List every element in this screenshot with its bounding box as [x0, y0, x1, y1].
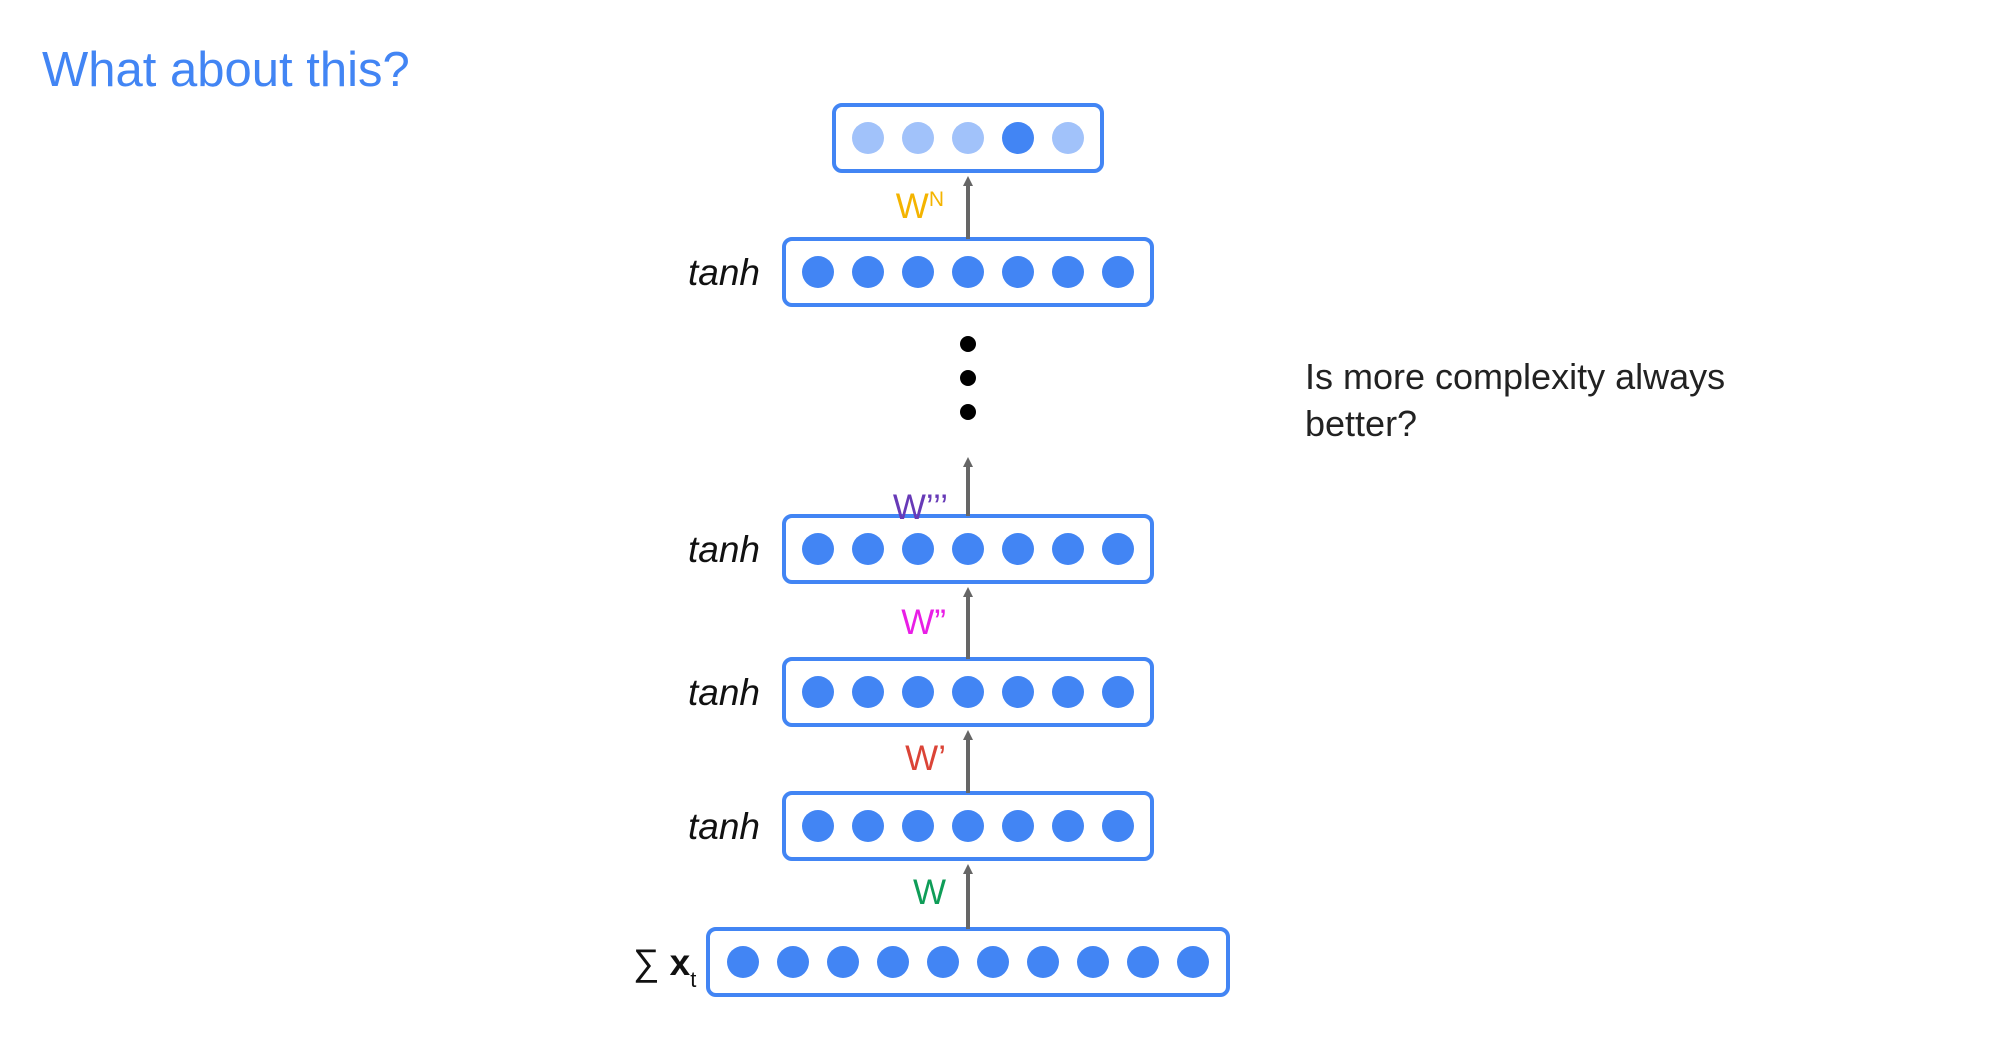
- weight-label: W’: [905, 739, 946, 778]
- weight-label: WN: [896, 187, 944, 226]
- input-layer-node: [877, 946, 909, 978]
- hidden-layer-2-node: [1102, 676, 1134, 708]
- hidden-layer-1-node: [1102, 810, 1134, 842]
- hidden-layer-2-node: [1002, 676, 1034, 708]
- activation-label: tanh: [688, 252, 760, 293]
- input-layer-node: [1127, 946, 1159, 978]
- hidden-layer-3-node: [952, 533, 984, 565]
- input-layer-node: [727, 946, 759, 978]
- activation-label: tanh: [688, 806, 760, 847]
- weight-label: W: [913, 873, 946, 912]
- input-layer-node: [1077, 946, 1109, 978]
- hidden-layer-4-node: [1102, 256, 1134, 288]
- hidden-layer-3-node: [802, 533, 834, 565]
- weight-label: W’’’: [893, 488, 948, 527]
- input-layer-label: ∑ xt: [633, 942, 696, 992]
- ellipsis-dot: [960, 370, 976, 386]
- hidden-layer-2-node: [952, 676, 984, 708]
- hidden-layer-4-node: [952, 256, 984, 288]
- output-layer-node: [1002, 122, 1034, 154]
- hidden-layer-4-node: [852, 256, 884, 288]
- slide-title: What about this?: [42, 43, 410, 97]
- output-layer-node: [1052, 122, 1084, 154]
- hidden-layer-1-node: [1002, 810, 1034, 842]
- weight-label: W”: [901, 603, 946, 642]
- input-layer-node: [1177, 946, 1209, 978]
- input-layer-node: [1027, 946, 1059, 978]
- hidden-layer-4-node: [902, 256, 934, 288]
- output-layer-node: [852, 122, 884, 154]
- hidden-layer-1-node: [802, 810, 834, 842]
- hidden-layer-2-node: [852, 676, 884, 708]
- input-layer-node: [927, 946, 959, 978]
- ellipsis-dot: [960, 336, 976, 352]
- input-layer-node: [977, 946, 1009, 978]
- output-layer-node: [952, 122, 984, 154]
- input-layer-node: [777, 946, 809, 978]
- hidden-layer-4-node: [1002, 256, 1034, 288]
- hidden-layer-3-node: [1052, 533, 1084, 565]
- question-text: Is more complexity always better?: [1305, 356, 1726, 444]
- hidden-layer-2-node: [802, 676, 834, 708]
- hidden-layer-4-node: [1052, 256, 1084, 288]
- hidden-layer-2-node: [1052, 676, 1084, 708]
- hidden-layer-3-node: [1002, 533, 1034, 565]
- hidden-layer-1-node: [1052, 810, 1084, 842]
- activation-label: tanh: [688, 529, 760, 570]
- hidden-layer-1-node: [952, 810, 984, 842]
- hidden-layer-2-node: [902, 676, 934, 708]
- activation-label: tanh: [688, 672, 760, 713]
- hidden-layer-1-node: [852, 810, 884, 842]
- hidden-layer-3-node: [1102, 533, 1134, 565]
- hidden-layer-4-node: [802, 256, 834, 288]
- hidden-layer-3-node: [902, 533, 934, 565]
- ellipsis-dot: [960, 404, 976, 420]
- hidden-layer-1-node: [902, 810, 934, 842]
- input-layer-node: [827, 946, 859, 978]
- output-layer-node: [902, 122, 934, 154]
- hidden-layer-3-node: [852, 533, 884, 565]
